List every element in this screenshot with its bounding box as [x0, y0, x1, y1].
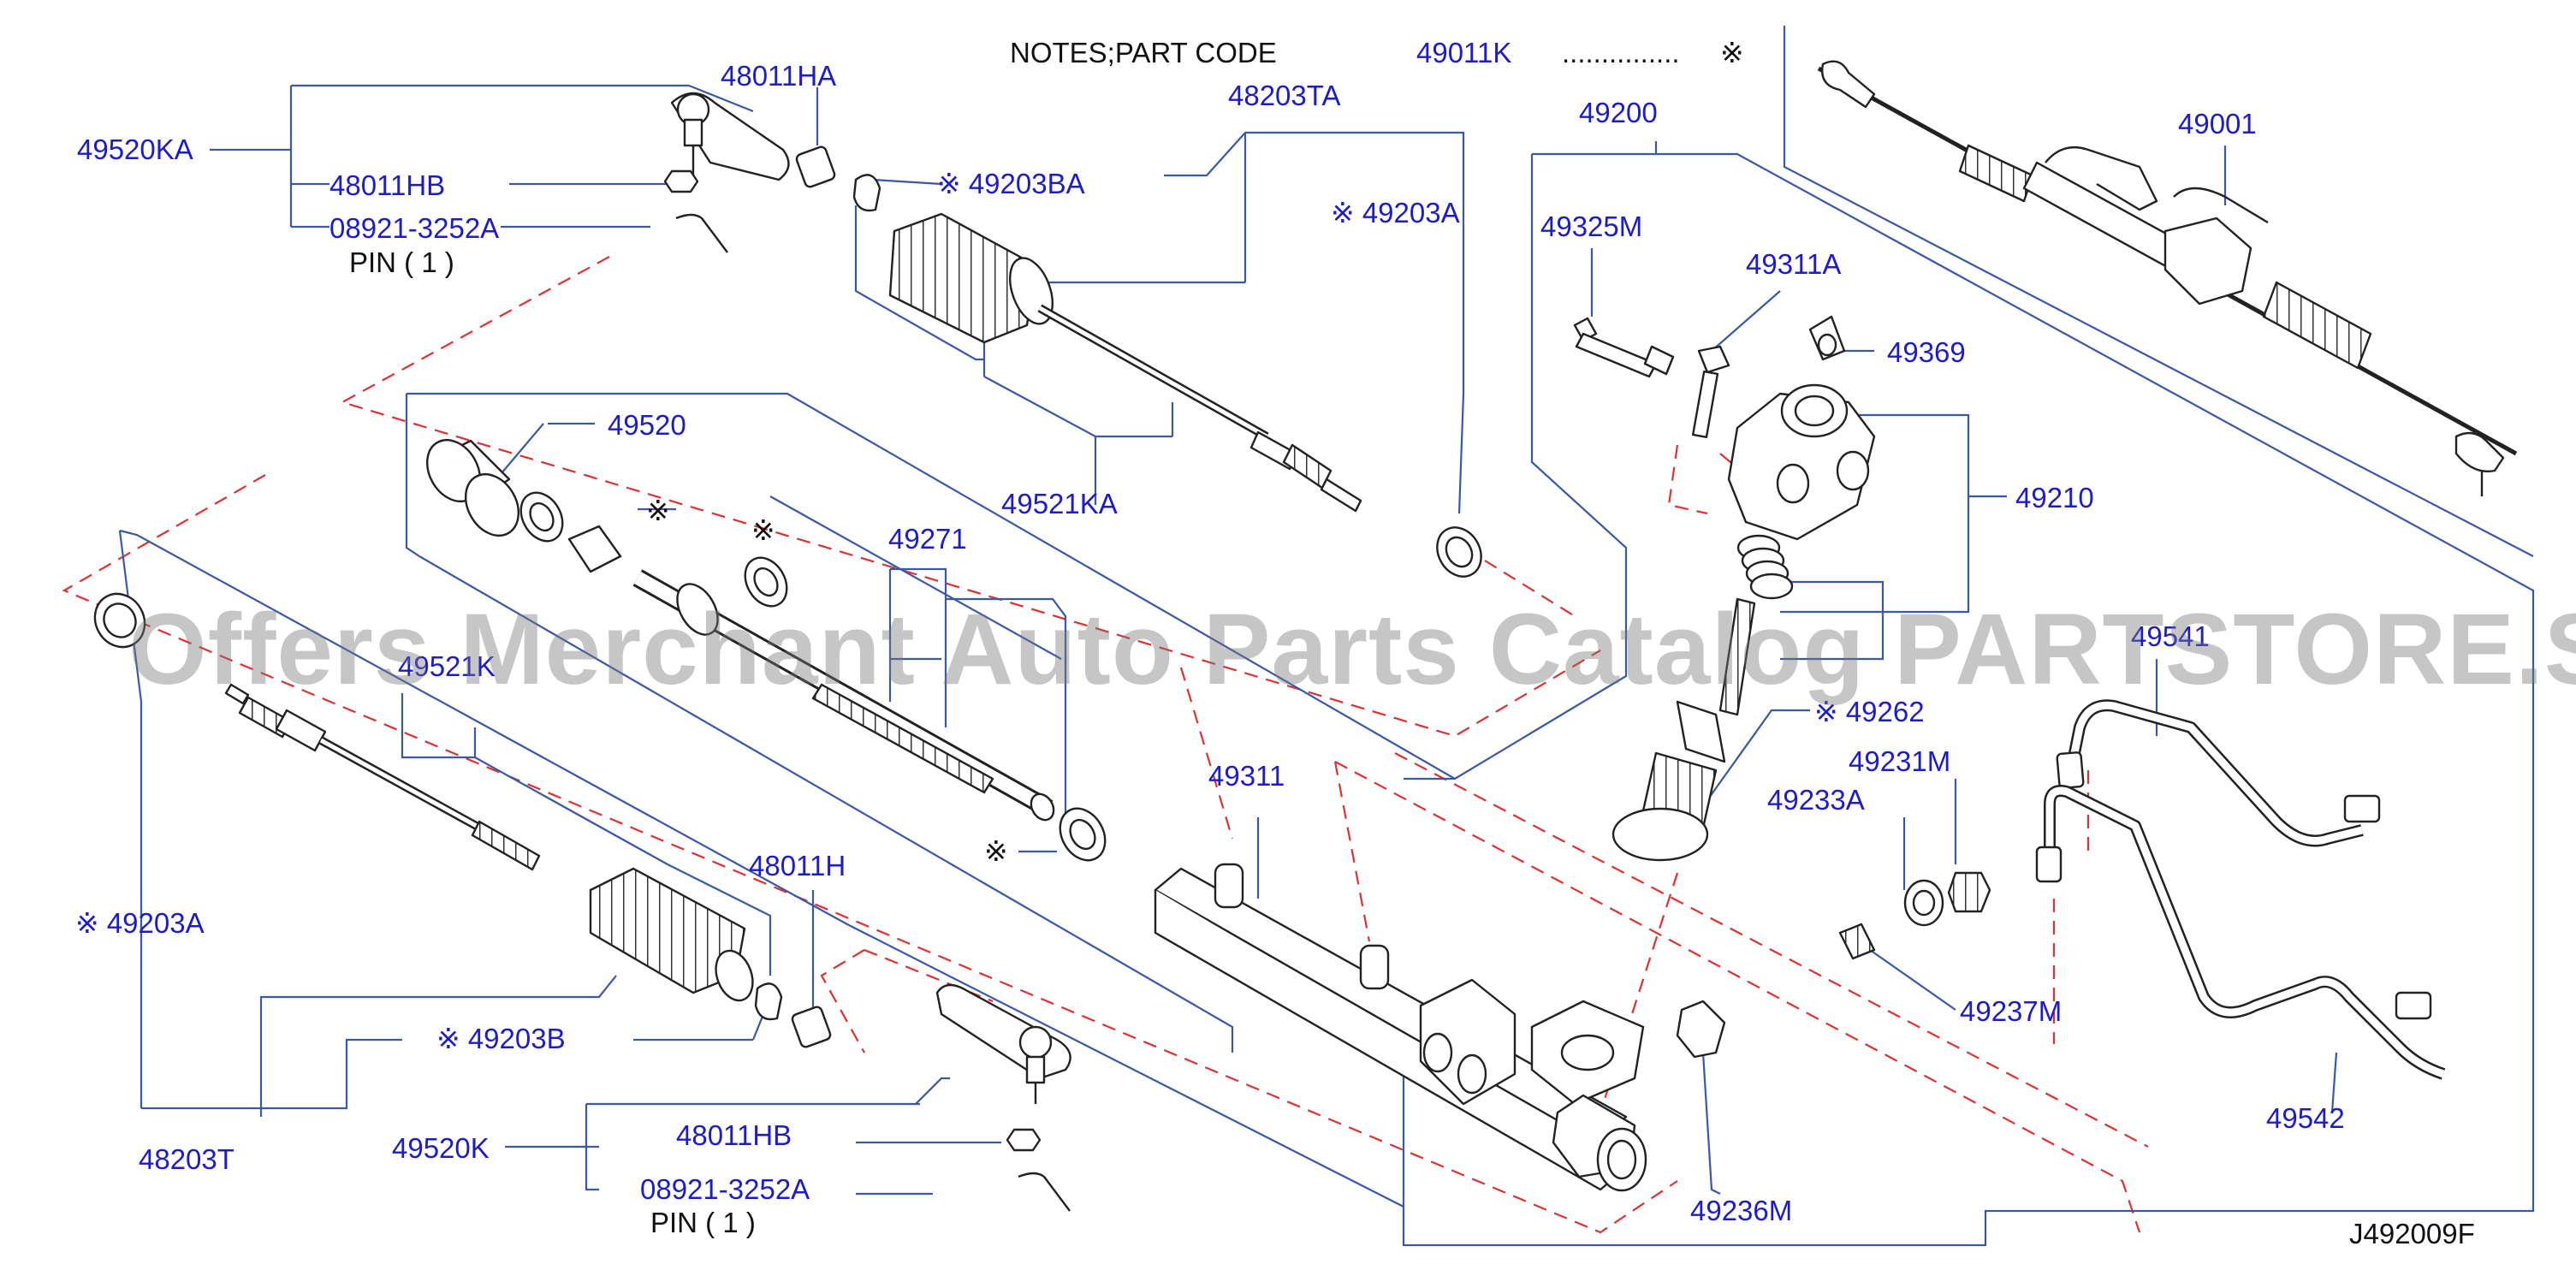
- pipe-49542: [2035, 785, 2446, 1080]
- pinion-shaft: [1611, 597, 1756, 862]
- notes-dots: ...............: [1562, 37, 1680, 68]
- rack-bar: [567, 525, 1055, 822]
- part-label-48203TA[interactable]: 48203TA: [1228, 80, 1341, 111]
- tie-rod-end-top: [670, 92, 790, 181]
- part-label-49271[interactable]: 49271: [888, 523, 967, 555]
- rack-housing: [1154, 863, 1647, 1192]
- bushing-49520: [425, 439, 520, 537]
- mark-ring: ※: [751, 514, 775, 546]
- boot-left: [589, 867, 754, 1002]
- part-label-49203A-top[interactable]: ※ 49203A: [1331, 197, 1460, 228]
- notes-mark: ※: [1720, 37, 1744, 68]
- adjuster-nut: [1947, 871, 1991, 913]
- boot-top: [888, 212, 1054, 344]
- diagram-code: J492009F: [2349, 1218, 2475, 1249]
- valve-housing: [1727, 383, 1876, 541]
- part-label-48011HB-bottom[interactable]: 48011HB: [676, 1119, 792, 1151]
- part-label-49325M[interactable]: 49325M: [1540, 211, 1643, 242]
- clip-49203BA: [852, 174, 881, 212]
- part-label-49001[interactable]: 49001: [2178, 108, 2257, 139]
- seal-ring-3-inner: [1069, 818, 1096, 851]
- part-label-49542[interactable]: 49542: [2266, 1102, 2345, 1134]
- cotter-pin-top: [675, 213, 728, 253]
- part-label-08921-bottom[interactable]: 08921-3252A: [640, 1173, 810, 1205]
- part-label-49203B[interactable]: ※ 49203B: [436, 1023, 566, 1054]
- clamp-ring-top: [1436, 526, 1482, 578]
- seal-ring-1-inner: [529, 501, 555, 532]
- pipe-49541: [2056, 699, 2381, 847]
- jam-nut-bottom: [791, 1006, 832, 1048]
- part-label-49210[interactable]: 49210: [2015, 482, 2094, 513]
- part-label-49237M[interactable]: 49237M: [1960, 995, 2063, 1027]
- part-label-48203T[interactable]: 48203T: [139, 1143, 234, 1175]
- mark-gear-ring: ※: [984, 835, 1008, 867]
- leader-lines: [118, 26, 2535, 1247]
- part-label-49203BA[interactable]: ※ 49203BA: [937, 168, 1085, 199]
- bolt-49311A: [1691, 345, 1730, 438]
- notes-heading: NOTES;PART CODE: [1010, 37, 1277, 68]
- cotter-pin-bottom: [1018, 1172, 1071, 1212]
- cap-49236M: [1676, 1000, 1726, 1059]
- part-label-49231M[interactable]: 49231M: [1849, 745, 1951, 777]
- part-label-49262[interactable]: ※ 49262: [1814, 696, 1925, 727]
- gear-assembly: [1817, 60, 2518, 496]
- part-label-48011HB-top[interactable]: 48011HB: [329, 169, 446, 201]
- clamp-ring-left: [93, 592, 146, 649]
- part-label-49520[interactable]: 49520: [608, 409, 686, 441]
- part-label-49236M[interactable]: 49236M: [1690, 1195, 1793, 1226]
- inner-tie-rod-top: [1037, 304, 1362, 513]
- part-label-49521K[interactable]: 49521K: [398, 650, 496, 682]
- mark-seal-ring: ※: [646, 495, 670, 526]
- jam-nut-top: [795, 145, 836, 188]
- part-label-49520K[interactable]: 49520K: [392, 1132, 490, 1164]
- part-label-49203A-left[interactable]: ※ 49203A: [75, 907, 205, 939]
- tie-rod-end-bottom: [935, 983, 1071, 1104]
- part-label-48011HA[interactable]: 48011HA: [721, 60, 837, 92]
- part-label-49233A[interactable]: 49233A: [1767, 784, 1865, 816]
- castle-nut-bottom: [1006, 1128, 1042, 1152]
- adjuster-plug: [1903, 879, 1944, 927]
- valve-seals: [1736, 534, 1794, 600]
- watermark: Offers Merchant Auto Parts Catalog PARTS…: [128, 593, 2576, 706]
- part-label-49541[interactable]: 49541: [2131, 620, 2210, 652]
- part-label-49200[interactable]: 49200: [1579, 97, 1658, 128]
- pin-note-top: PIN ( 1 ): [349, 246, 454, 278]
- spring-49237M: [1838, 923, 1876, 960]
- part-illustrations: [93, 60, 2518, 1212]
- part-label-48011H[interactable]: 48011H: [749, 850, 846, 881]
- part-label-08921-top[interactable]: 08921-3252A: [329, 212, 500, 244]
- part-label-49521KA[interactable]: 49521KA: [1001, 488, 1118, 519]
- part-label-49311[interactable]: 49311: [1208, 760, 1285, 792]
- notes-part-code[interactable]: 49011K: [1416, 37, 1512, 68]
- part-label-49520KA[interactable]: 49520KA: [77, 134, 193, 165]
- part-label-49369[interactable]: 49369: [1887, 336, 1966, 368]
- bolt-49325M: [1573, 317, 1675, 378]
- inner-tie-rod-left: [224, 683, 541, 871]
- castle-nut-top: [663, 169, 699, 193]
- clip-49203B: [754, 982, 783, 1021]
- seal-ring-2-inner: [753, 567, 779, 597]
- part-label-49311A[interactable]: 49311A: [1746, 248, 1842, 280]
- pin-note-bottom: PIN ( 1 ): [650, 1207, 756, 1238]
